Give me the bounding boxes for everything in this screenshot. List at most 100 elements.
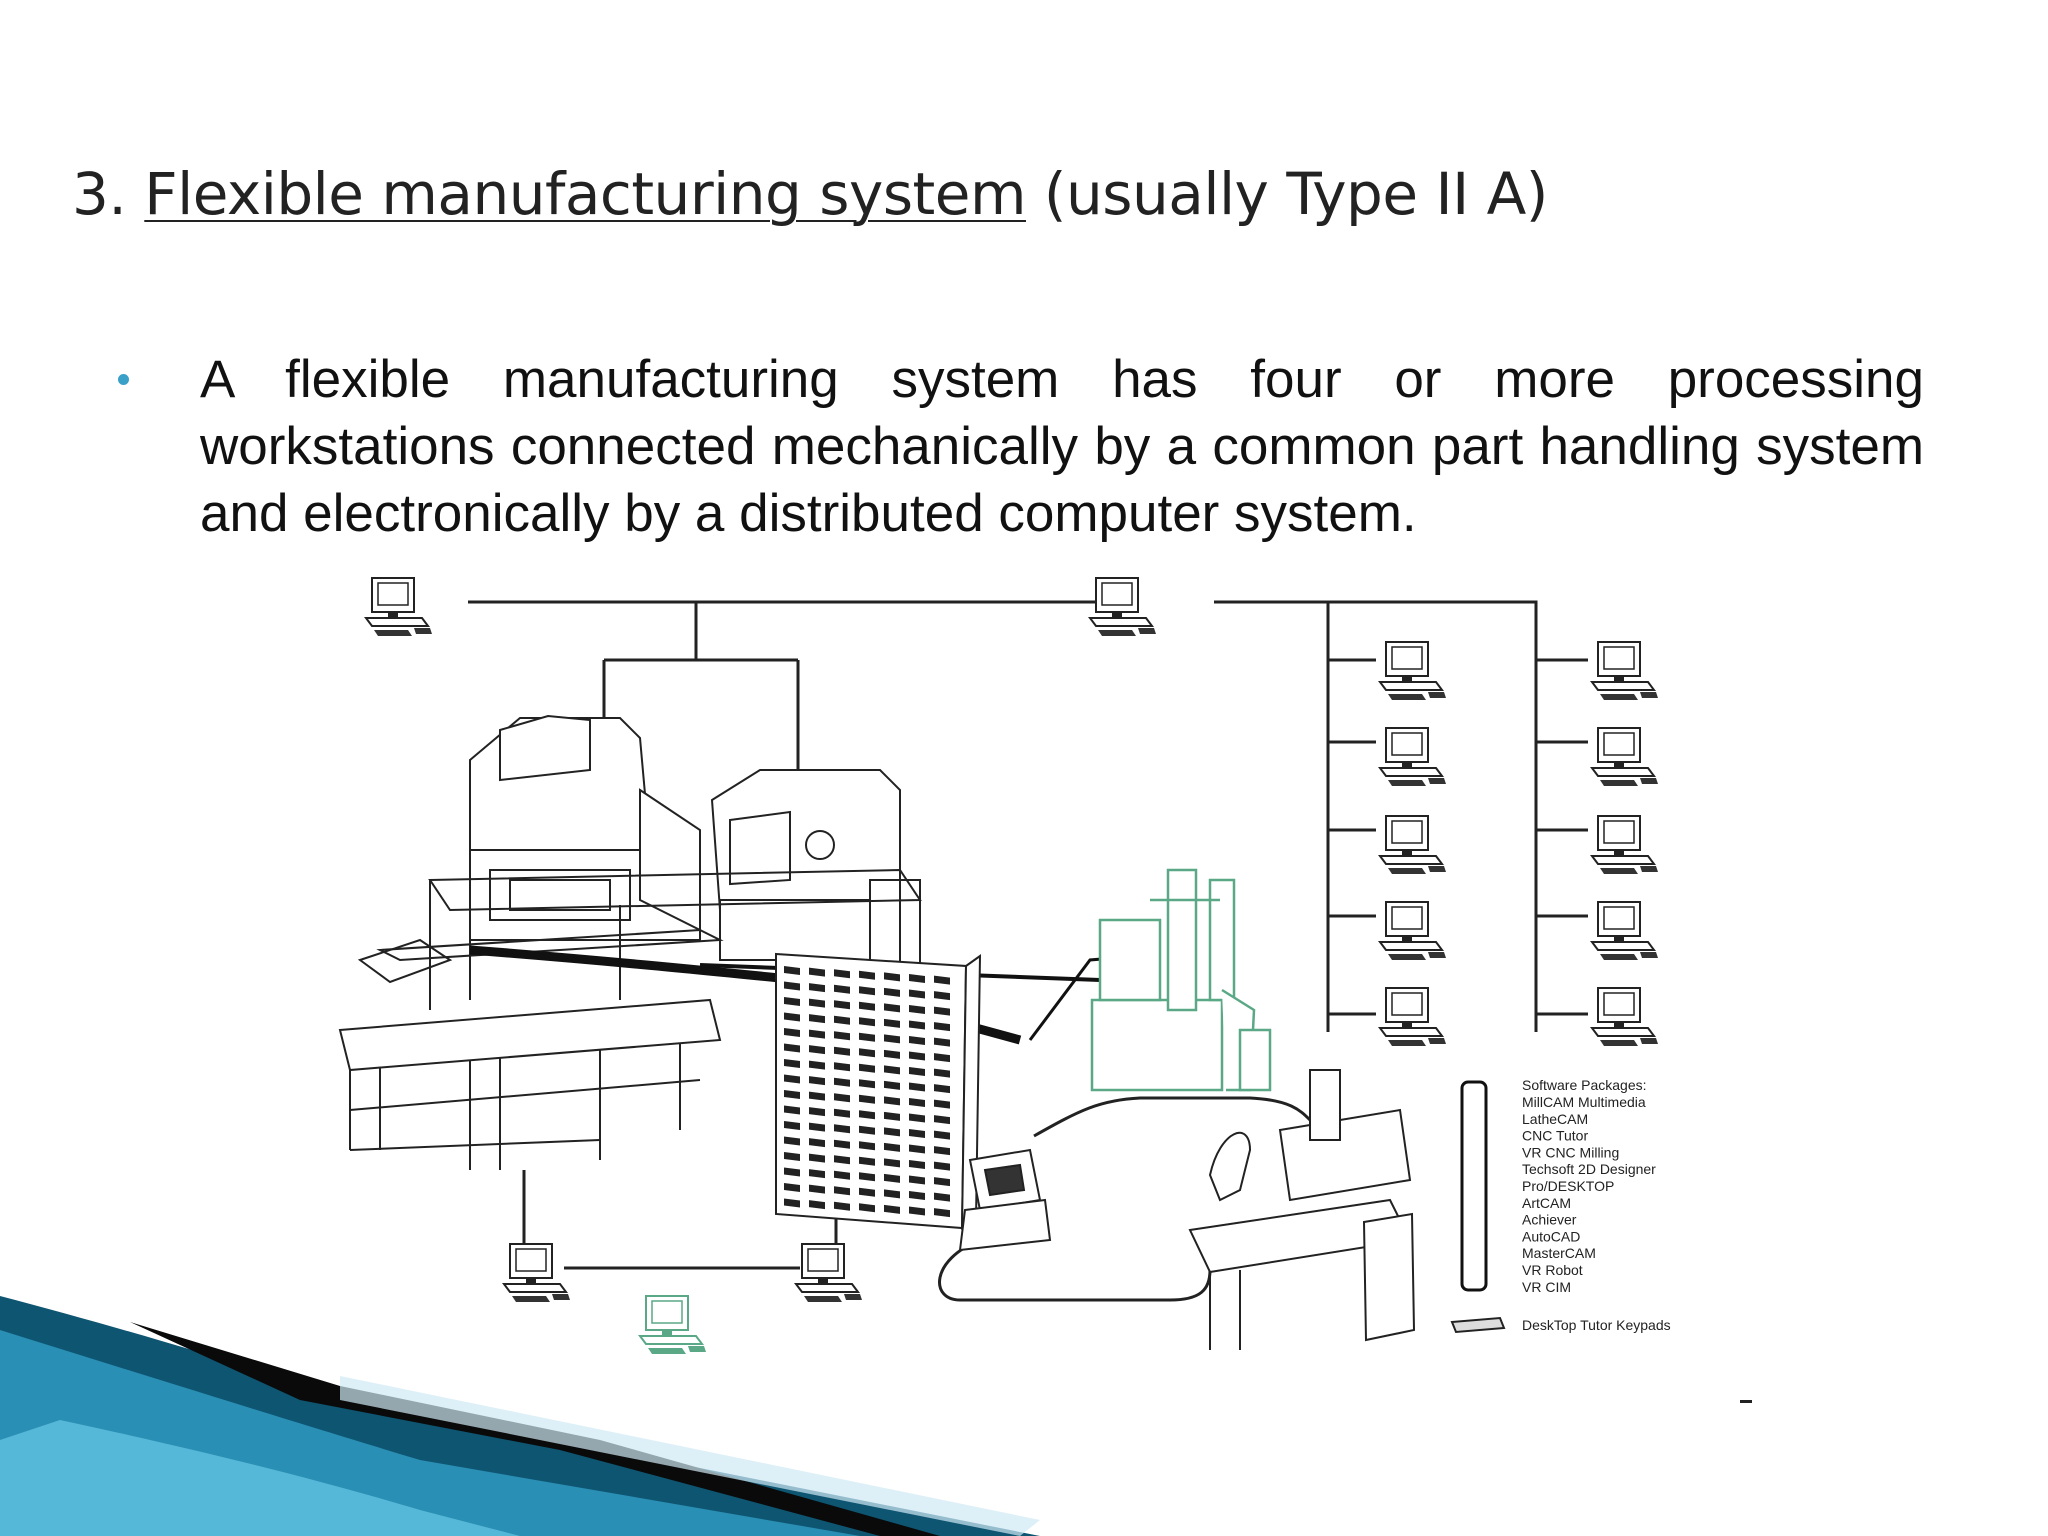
software-package-item: AutoCAD <box>1522 1228 1580 1244</box>
rack-cell <box>909 974 925 983</box>
software-package-item: CNC Tutor <box>1522 1128 1588 1144</box>
computer-icon <box>1379 987 1447 1047</box>
rack-cell <box>909 1020 925 1030</box>
software-disks-icon <box>1460 1080 1488 1292</box>
bullet-dot-icon <box>118 374 129 385</box>
rack-cell <box>859 1187 875 1197</box>
software-package-item: LatheCAM <box>1522 1111 1588 1127</box>
rack-cell <box>809 1184 825 1194</box>
network-lines <box>468 600 1588 1302</box>
rack-cell <box>909 1067 925 1076</box>
rack-cell <box>909 1005 925 1014</box>
rack-cell <box>784 1167 800 1177</box>
rack-cell <box>834 1031 850 1041</box>
rack-cell <box>909 1191 925 1200</box>
rack-cell <box>834 984 850 994</box>
computer-icon <box>795 1243 863 1303</box>
rack-cell <box>909 989 925 999</box>
software-package-item: ArtCAM <box>1522 1195 1571 1211</box>
computer-icon <box>1379 641 1447 701</box>
rack-cell <box>809 1107 825 1117</box>
lathe-machine <box>710 769 921 1021</box>
computer-icon <box>1591 727 1659 787</box>
rack-cell <box>859 986 875 996</box>
rack-cell <box>934 1115 950 1125</box>
rack-cell <box>809 1153 825 1163</box>
rack-cell <box>909 1113 925 1123</box>
computer-icon <box>1379 727 1447 787</box>
storage-rack <box>775 952 982 1230</box>
rack-cell <box>934 1130 950 1140</box>
rack-cell <box>934 1022 950 1032</box>
rack-cell <box>809 1014 825 1024</box>
rack-cell <box>859 1172 875 1182</box>
rack-cell <box>884 1127 900 1137</box>
rack-cell <box>784 1198 800 1208</box>
software-package-item: VR Robot <box>1522 1262 1583 1278</box>
rack-cell <box>834 1015 850 1025</box>
rack-cell <box>834 1077 850 1087</box>
rack-cell <box>809 998 825 1008</box>
rack-cell <box>909 1160 925 1169</box>
rack-cell <box>884 1142 900 1152</box>
rack-cell <box>934 1177 950 1187</box>
rack-cell <box>934 1006 950 1016</box>
keypad-icon <box>1450 1316 1506 1334</box>
rack-cell <box>884 1173 900 1183</box>
rack-cell <box>809 1029 825 1039</box>
rack-cell <box>834 1139 850 1149</box>
rack-cell <box>784 1012 800 1022</box>
rack-cell <box>909 1206 925 1216</box>
rack-cell <box>934 1192 950 1202</box>
rack-cell <box>884 1065 900 1075</box>
rack-cell <box>784 1074 800 1084</box>
keypads-label: DeskTop Tutor Keypads <box>1522 1317 1671 1333</box>
computer-icon <box>1591 815 1659 875</box>
rack-cell <box>934 975 950 985</box>
rack-cell <box>834 1186 850 1196</box>
computer-icon <box>365 577 433 637</box>
rack-cell <box>934 1068 950 1078</box>
machine-frames <box>338 868 922 1170</box>
software-package-item: Techsoft 2D Designer <box>1522 1161 1656 1177</box>
rack-cell <box>909 1036 925 1045</box>
rack-cell <box>859 1110 875 1120</box>
computer-icon <box>1379 815 1447 875</box>
computer-icon <box>1379 901 1447 961</box>
software-packages-list: Software Packages: MillCAM MultimediaLat… <box>1522 1077 1671 1333</box>
rack-cell <box>784 1152 800 1161</box>
software-packages-title: Software Packages: <box>1522 1077 1647 1093</box>
rack-cell <box>859 1141 875 1151</box>
rack-cell <box>809 1091 825 1101</box>
rack-cell <box>784 1090 800 1099</box>
rack-cell <box>859 1032 875 1042</box>
rack-cell <box>859 1001 875 1011</box>
cnc-router <box>1188 1069 1416 1350</box>
rack-cell <box>934 991 950 1001</box>
bullet-text: A flexible manufacturing system has four… <box>200 350 1924 543</box>
rack-cell <box>834 1062 850 1072</box>
rack-cell <box>909 1051 925 1061</box>
rack-cell <box>784 1121 800 1130</box>
software-package-item: MillCAM Multimedia <box>1522 1094 1646 1110</box>
software-package-item: Achiever <box>1522 1212 1577 1228</box>
decorative-swoosh <box>0 1296 1040 1536</box>
rack-cell <box>884 987 900 997</box>
rack-cell <box>809 1045 825 1055</box>
rack-cell <box>884 1096 900 1106</box>
software-package-item: MasterCAM <box>1522 1245 1596 1261</box>
rack-cell <box>859 1079 875 1089</box>
rack-cell <box>884 1003 900 1013</box>
rack-cell <box>859 1156 875 1166</box>
rack-cell <box>884 1080 900 1090</box>
rack-cell <box>859 1063 875 1073</box>
rack-cell <box>884 1204 900 1214</box>
stray-mark <box>1740 1400 1752 1403</box>
rack-cell <box>834 1155 850 1165</box>
rack-cell <box>884 1018 900 1028</box>
computer-icon <box>1089 577 1157 637</box>
rack-cell <box>809 1169 825 1179</box>
software-package-item: VR CNC Milling <box>1522 1144 1619 1160</box>
software-package-item: Pro/DESKTOP <box>1522 1178 1614 1194</box>
